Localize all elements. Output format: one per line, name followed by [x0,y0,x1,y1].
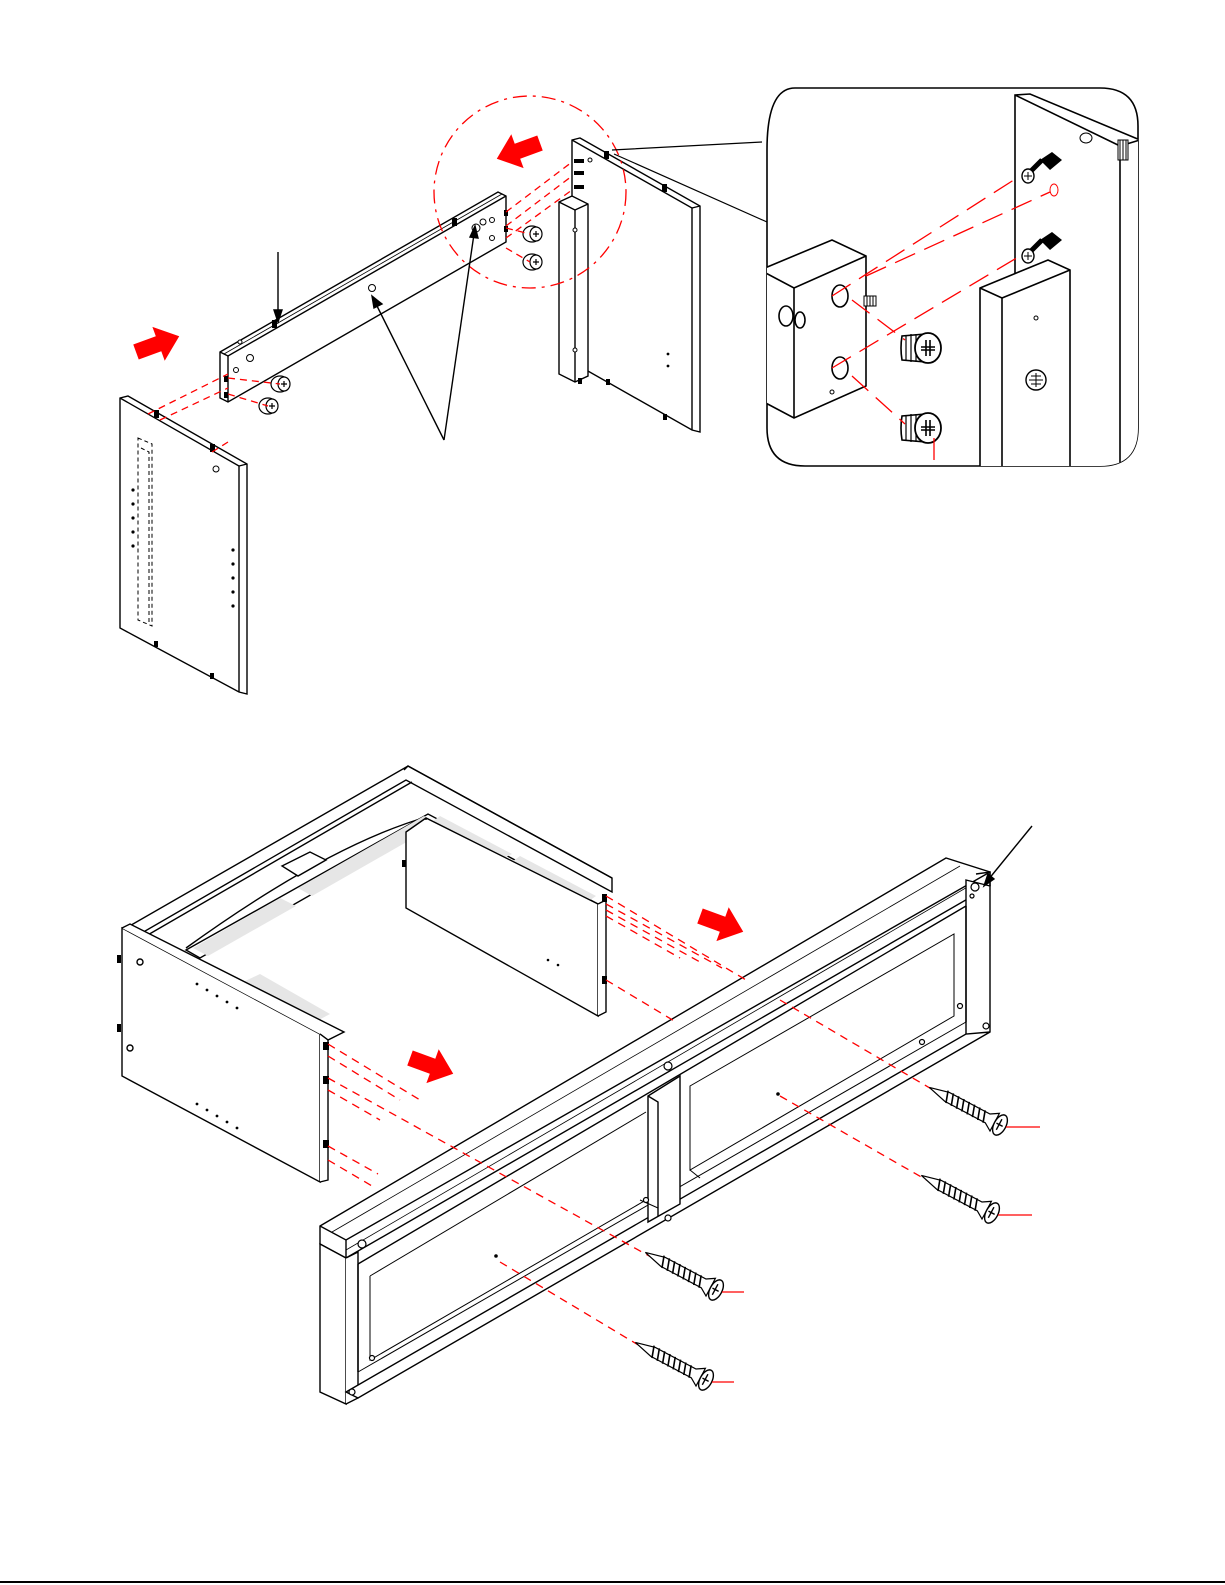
dowel-icon [1118,140,1128,160]
cam-lock-nut [523,226,542,242]
side-panel-left-top-hole [213,466,219,472]
side-panel-right-rail [559,196,588,382]
side-panel-right [572,138,700,432]
cam-lock-nut-large [901,413,941,443]
wood-screw [630,1333,716,1393]
step-bottom-drawing [117,766,1040,1404]
top-rail [220,192,506,402]
red-arrow-left [130,319,186,369]
wood-screw [640,1243,726,1303]
cam-lock-nut [259,398,278,414]
cam-lock-nut-large [901,333,941,363]
red-arrow-right-panel [694,899,750,949]
front-frame [320,858,990,1404]
wood-screw [924,1078,1010,1138]
side-panel-front [117,924,344,1182]
side-panel-back [402,818,607,1016]
red-arrow-top [491,126,547,176]
wood-screw [916,1166,1002,1226]
leader-line-bottom [984,826,1032,886]
step-top-drawing [120,96,700,694]
cam-lock-nut [523,254,542,270]
cam-lock-nut [271,376,290,392]
side-panel-left [120,396,247,694]
red-arrow-left-panel [404,1041,460,1091]
